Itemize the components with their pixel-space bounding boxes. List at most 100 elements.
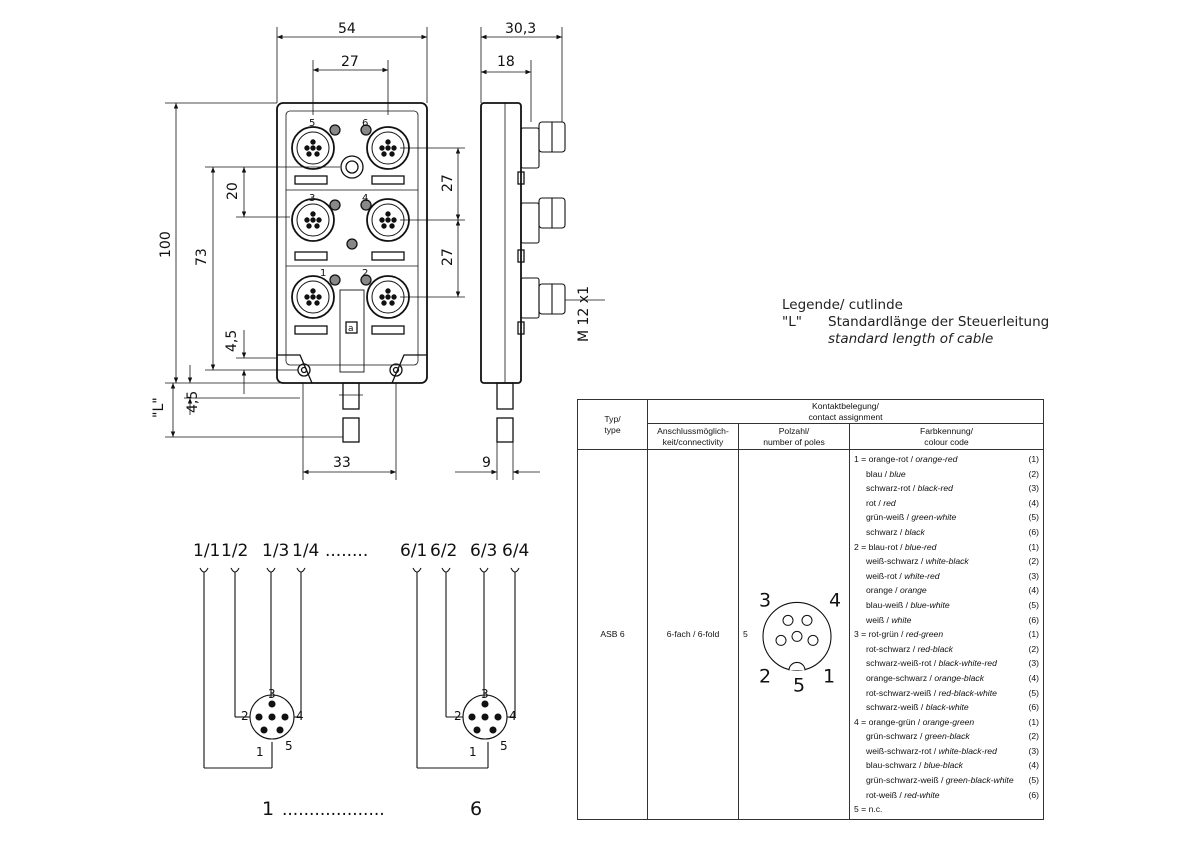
colour-code-row: weiß-rot / white-red(3): [854, 569, 1039, 584]
wire-label: 6/3: [470, 541, 497, 561]
colour-de: weiß-schwarz: [866, 556, 919, 567]
wire-number: (1): [1028, 629, 1039, 640]
colour-de: schwarz: [866, 526, 898, 537]
pin-label: 2: [241, 709, 249, 723]
colour-de: rot-schwarz-weiß: [866, 687, 932, 698]
dim-cable-length: "L": [151, 397, 167, 418]
dim-pitch-a: 20: [225, 182, 241, 200]
range-dots: ...................: [282, 800, 385, 820]
wiring-labels: 1/1 1/2 1/3 1/4 ........ 6/1 6/2 6/3 6/4: [193, 541, 529, 561]
colour-de: schwarz-weiß: [866, 702, 919, 713]
colour-code-list: 1 = orange-rot / orange-red(1)blau / blu…: [849, 449, 1044, 820]
wire-number: (6): [1028, 614, 1039, 625]
wire-number: (2): [1028, 731, 1039, 742]
port-number: 1: [320, 268, 326, 279]
wire-number: (4): [1028, 497, 1039, 508]
wire-number: (6): [1028, 789, 1039, 800]
colour-de: 4 = orange-grün: [854, 716, 916, 727]
port-number: 4: [362, 193, 368, 204]
pin-label: 5: [500, 739, 508, 753]
colour-en: blue-red: [904, 541, 937, 552]
dim-height-inner: 73: [194, 248, 210, 266]
legend-row: "L" Standardlänge der Steuerleitung: [782, 314, 1082, 331]
pin-label: 4: [509, 709, 517, 723]
dim-hole-b: 4,5: [185, 391, 201, 413]
colour-de: rot: [866, 497, 877, 508]
colour-code-row: schwarz-weiß-rot / black-white-red(3): [854, 656, 1039, 671]
wire-label: 1/1: [193, 541, 220, 561]
wire-number: (4): [1028, 585, 1039, 596]
colour-de: grün-weiß: [866, 512, 905, 523]
poles-number: 5: [743, 629, 748, 640]
colour-code-row: blau-schwarz / blue-black(4): [854, 758, 1039, 773]
colour-en: black-white-red: [938, 658, 997, 669]
pin-label: 3: [268, 687, 276, 701]
pin-label: 2: [759, 666, 771, 688]
wire-number: (3): [1028, 483, 1039, 494]
colour-en: white: [891, 614, 912, 625]
legend-text-en: standard length of cable: [828, 331, 994, 347]
colour-en: blue: [889, 468, 906, 479]
header-type: Typ/ type: [577, 399, 648, 450]
colour-de: weiß: [866, 614, 885, 625]
wiring-diagram: [199, 567, 520, 769]
wire-number: (3): [1028, 745, 1039, 756]
colour-de: orange-schwarz: [866, 672, 928, 683]
dim-hole-a: 4,5: [224, 330, 240, 352]
colour-de: schwarz-weiß-rot: [866, 658, 932, 669]
colour-en: red-black-white: [938, 687, 997, 698]
dim-pitch-c: 27: [440, 248, 456, 266]
pin-label: 5: [793, 675, 805, 697]
m12-socket: [291, 198, 335, 242]
colour-de: weiß-schwarz-rot: [866, 745, 932, 756]
wire-dots: ........: [325, 541, 368, 561]
colour-code-row: rot-schwarz-weiß / red-black-white(5): [854, 686, 1039, 701]
wire-number: (1): [1028, 716, 1039, 727]
colour-en: orange-black: [934, 672, 984, 683]
colour-code-row: weiß / white(6): [854, 613, 1039, 628]
header-connectivity: Anschlussmöglich- keit/connectivity: [647, 423, 739, 450]
wire-number: (1): [1028, 454, 1039, 464]
legend-title: Legende/ cutlinde: [782, 297, 903, 313]
range-end: 6: [470, 798, 482, 820]
colour-code-row: blau-weiß / blue-white(5): [854, 598, 1039, 613]
colour-en: black: [904, 526, 925, 537]
colour-code-row: rot / red(4): [854, 496, 1039, 511]
cell-poles: 5 3 4 2 5 1: [738, 449, 850, 820]
colour-de: grün-schwarz-weiß: [866, 775, 939, 786]
port-number: 6: [362, 118, 368, 129]
port-numbers: 5 6 3 4 1 2: [309, 118, 368, 279]
colour-code-row: weiß-schwarz-rot / white-black-red(3): [854, 744, 1039, 759]
side-view: [480, 102, 566, 443]
m12-socket: [291, 126, 335, 170]
m12-sockets: [291, 126, 410, 319]
wire-number: (2): [1028, 556, 1039, 567]
port-number: 2: [362, 268, 368, 279]
colour-code-row: grün-weiß / green-white(5): [854, 510, 1039, 525]
wire-number: (1): [1028, 541, 1039, 552]
wire-number: (2): [1028, 643, 1039, 654]
dim-bottom-width: 33: [333, 455, 351, 471]
colour-en: orange-green: [922, 716, 975, 727]
colour-code-row: 2 = blau-rot / blue-red(1): [854, 540, 1039, 555]
wire-number: (5): [1028, 512, 1039, 523]
cell-type: ASB 6: [577, 449, 648, 820]
colour-en: red-white: [904, 789, 940, 800]
colour-en: green-black: [924, 731, 970, 742]
colour-code-row: schwarz-rot / black-red(3): [854, 481, 1039, 496]
colour-en: white-black: [925, 556, 969, 567]
port-number: 5: [309, 118, 315, 129]
wire-number: (2): [1028, 468, 1039, 479]
colour-en: white-red: [904, 570, 940, 581]
colour-code-row: 3 = rot-grün / red-green(1): [854, 627, 1039, 642]
colour-code-row: weiß-schwarz / white-black(2): [854, 554, 1039, 569]
legend: Legende/ cutlinde "L" Standardlänge der …: [782, 297, 1082, 348]
colour-code-row: schwarz / black(6): [854, 525, 1039, 540]
colour-code-row: 1 = orange-rot / orange-red(1): [854, 452, 1039, 467]
colour-code-row: rot-schwarz / red-black(2): [854, 642, 1039, 657]
wire-number: (6): [1028, 526, 1039, 537]
pinout-diagram: 3 4 2 5 1: [759, 590, 841, 697]
plug-pin-labels: 3 2 4 1 5 3 2 4 1 5: [241, 687, 517, 759]
pin-label: 3: [481, 687, 489, 701]
